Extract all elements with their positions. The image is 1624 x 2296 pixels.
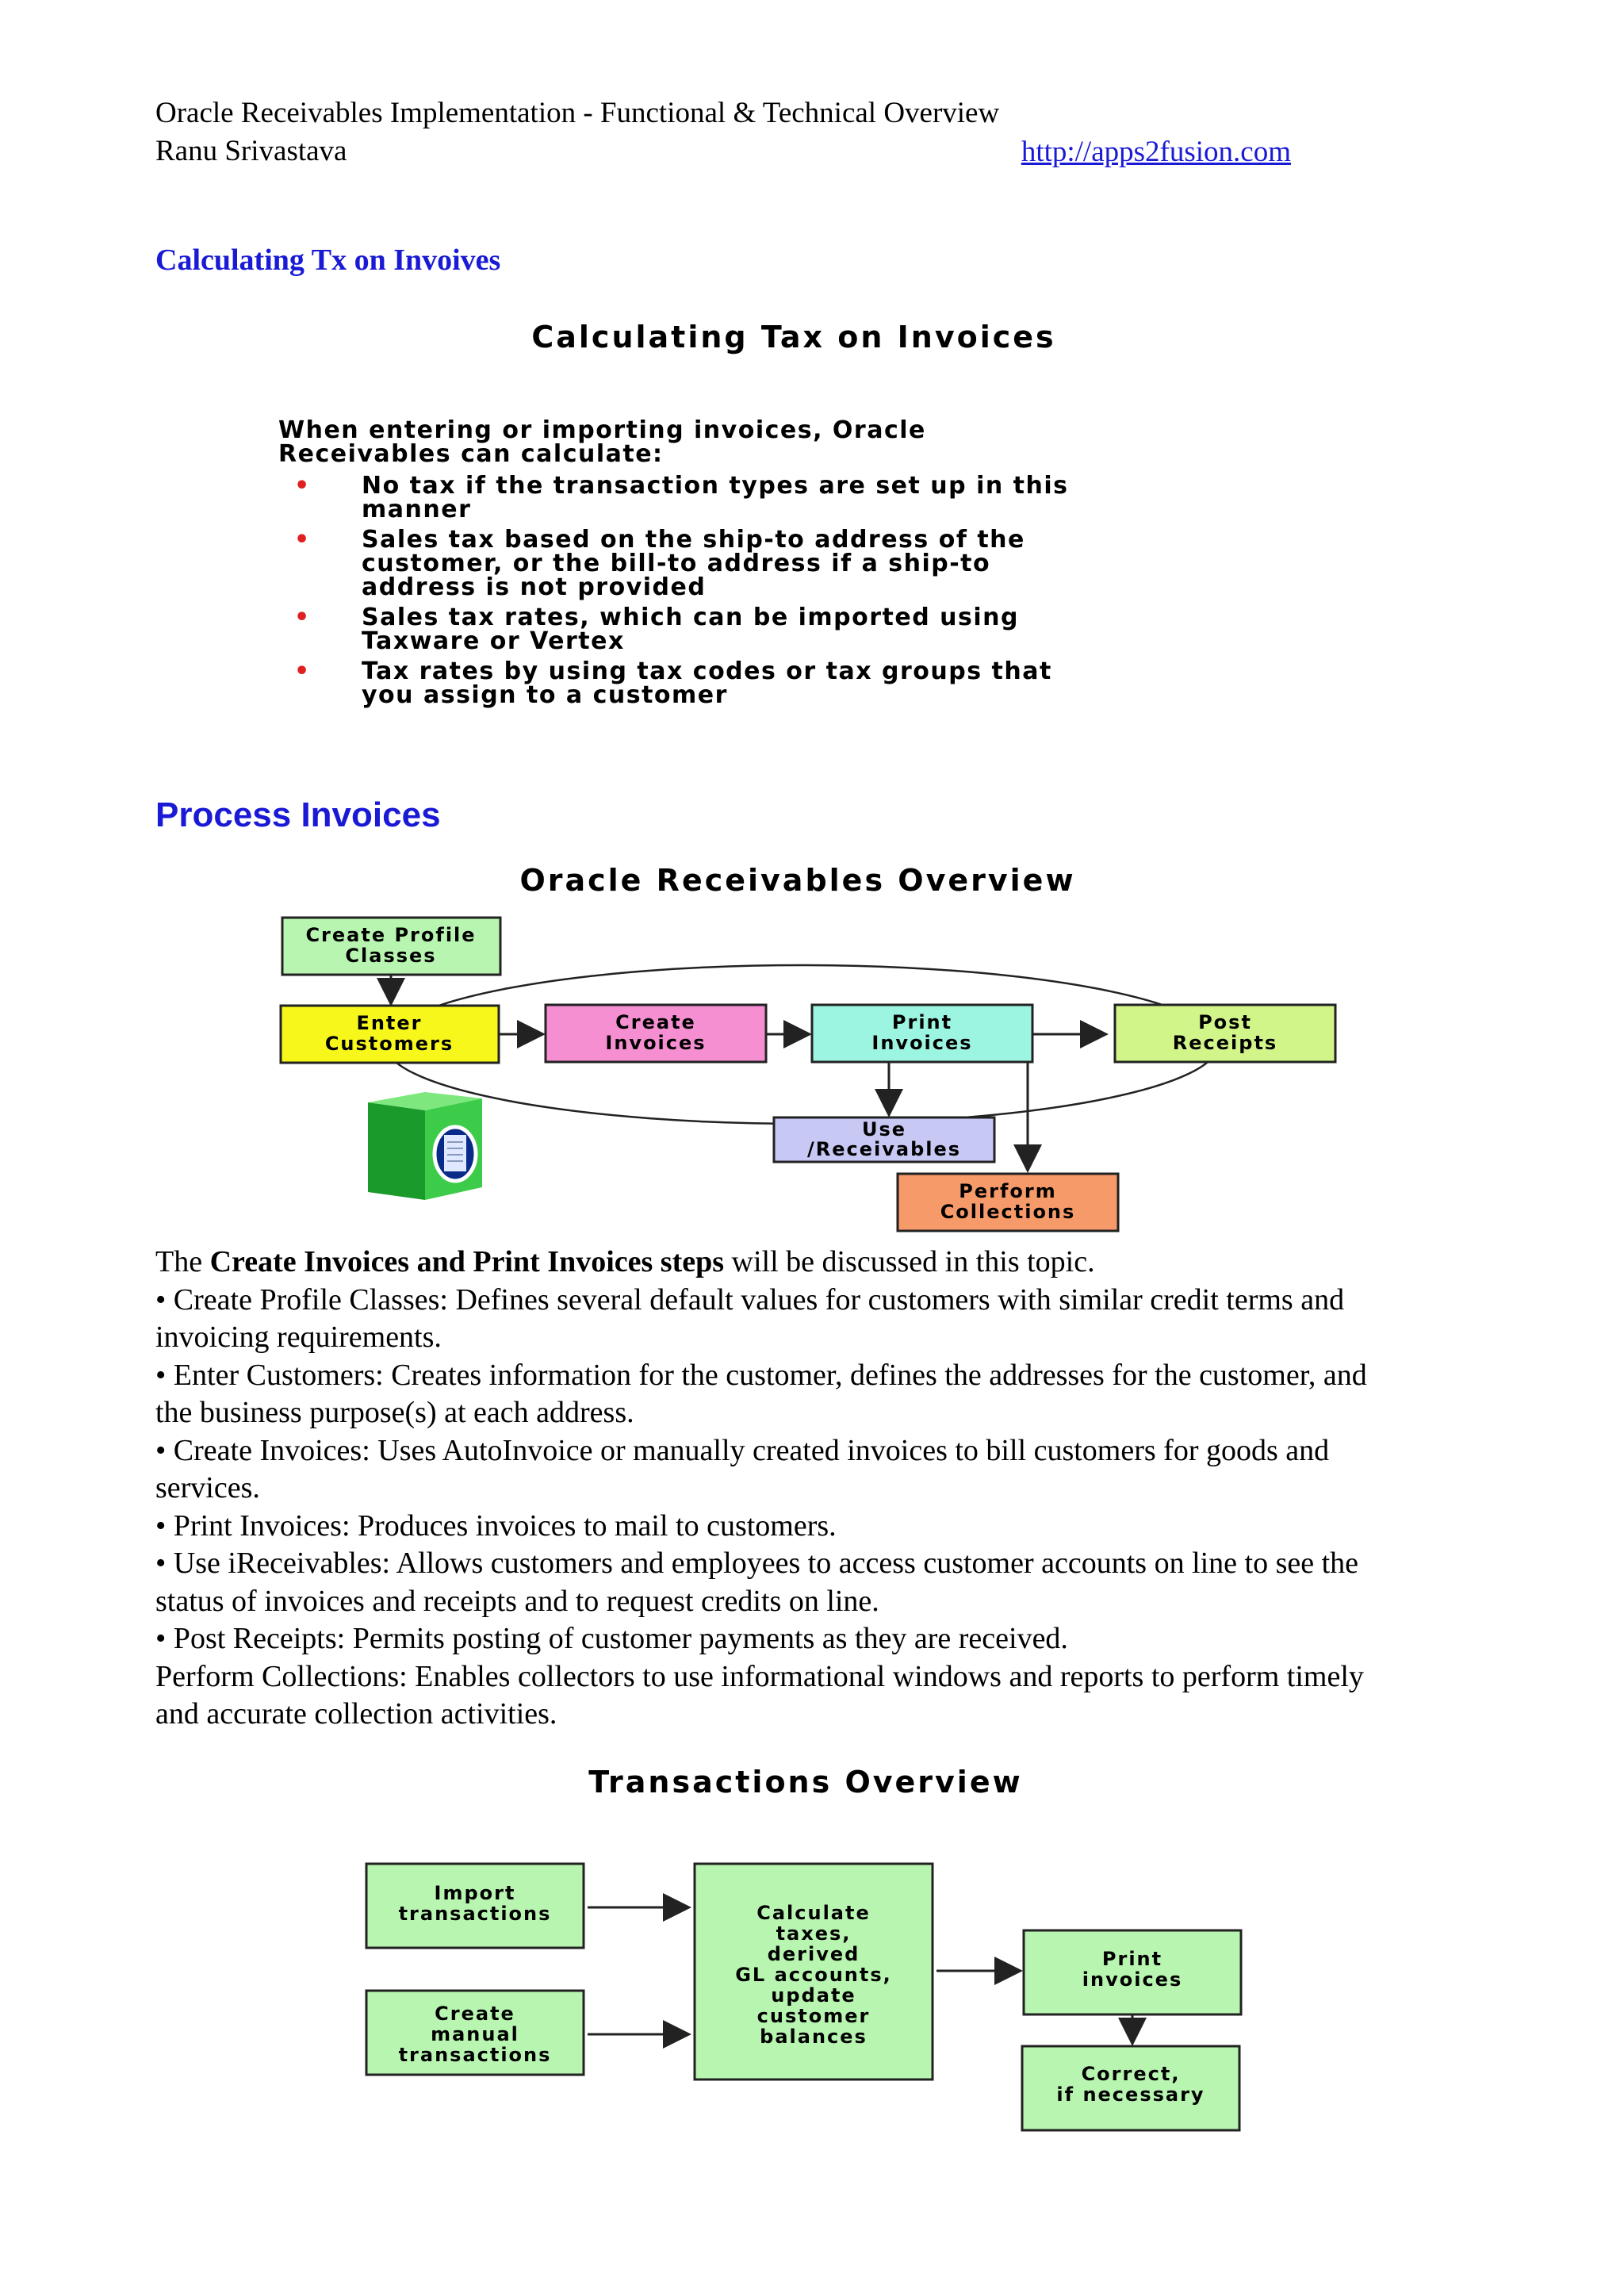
intro-prefix: The bbox=[155, 1245, 210, 1278]
item-create-invoices: • Create Invoices: Uses AutoInvoice or m… bbox=[155, 1433, 1330, 1505]
print-invoices-label-1: Print bbox=[892, 1011, 952, 1033]
receivables-overview-diagram: Oracle Receivables Overview Create Profi… bbox=[155, 861, 1416, 1237]
create-profile-label-1: Create Profile bbox=[305, 924, 476, 946]
print-invoices-label-2: Invoices bbox=[871, 1032, 972, 1054]
post-receipts-box bbox=[1113, 1003, 1337, 1064]
calculate-label-1: Calculate bbox=[756, 1902, 871, 1924]
intro-bold: Create Invoices and Print Invoices steps bbox=[209, 1245, 725, 1278]
correct-if-necessary-box bbox=[1021, 2045, 1241, 2132]
perform-collections-label-1: Perform bbox=[959, 1180, 1056, 1202]
print-label-2: invoices bbox=[1082, 1968, 1182, 1991]
calculate-label-3: derived bbox=[768, 1943, 860, 1965]
create-profile-label-2: Classes bbox=[345, 945, 436, 967]
item-post-receipts: • Post Receipts: Permits posting of cust… bbox=[155, 1622, 1068, 1655]
import-transactions-box bbox=[365, 1862, 585, 1949]
section-heading-calculating-tax: Calculating Tx on Invoives bbox=[155, 243, 501, 277]
print-label-1: Print bbox=[1102, 1948, 1162, 1970]
create-manual-label-3: transactions bbox=[399, 2044, 552, 2066]
item-create-profile-classes: • Create Profile Classes: Defines severa… bbox=[155, 1282, 1345, 1355]
tax-bullet-3-line2: Taxware or Vertex bbox=[362, 627, 625, 655]
document-title: Oracle Receivables Implementation - Func… bbox=[155, 97, 1000, 129]
transactions-diagram-title: Transactions Overview bbox=[588, 1765, 1022, 1800]
import-label-1: Import bbox=[435, 1882, 516, 1904]
create-invoices-label-2: Invoices bbox=[605, 1032, 706, 1054]
bullet-marker: • bbox=[294, 526, 311, 554]
tax-bullet-2-line2: customer, or the bill-to address if a sh… bbox=[362, 550, 990, 577]
bullet-marker: • bbox=[294, 472, 311, 500]
post-receipts-label-1: Post bbox=[1198, 1011, 1252, 1033]
enter-customers-box bbox=[279, 1004, 500, 1064]
post-receipts-label-2: Receipts bbox=[1173, 1032, 1277, 1054]
tax-bullet-1-line1: No tax if the transaction types are set … bbox=[362, 472, 1069, 500]
print-invoices-box bbox=[810, 1003, 1034, 1064]
receivables-diagram-title: Oracle Receivables Overview bbox=[519, 863, 1075, 898]
item-print-invoices: • Print Invoices: Produces invoices to m… bbox=[155, 1508, 837, 1543]
item-use-ireceivables: • Use iReceivables: Allows customers and… bbox=[155, 1547, 1359, 1618]
tax-bullet-3-line1: Sales tax rates, which can be imported u… bbox=[362, 604, 1019, 631]
create-invoices-box bbox=[544, 1003, 768, 1064]
calculate-label-5: update bbox=[771, 1984, 856, 2007]
intro-paragraph: The Create Invoices and Print Invoices s… bbox=[155, 1244, 1392, 1282]
tax-bullet-4-line1: Tax rates by using tax codes or tax grou… bbox=[362, 657, 1052, 685]
create-manual-label-1: Create bbox=[435, 2003, 515, 2025]
section-heading-process-invoices: Process Invoices bbox=[155, 795, 441, 834]
use-receivables-label-1: Use bbox=[862, 1118, 906, 1140]
calculate-label-7: balances bbox=[760, 2026, 868, 2048]
create-invoices-label-1: Create bbox=[615, 1011, 696, 1033]
cycle-ellipse bbox=[384, 964, 1220, 1125]
tax-bullet-1-line2: manner bbox=[362, 496, 471, 523]
perform-collections-label-2: Collections bbox=[940, 1201, 1076, 1223]
item-enter-customers: • Enter Customers: Creates information f… bbox=[155, 1358, 1367, 1430]
calculate-label-4: GL accounts, bbox=[735, 1964, 892, 1986]
tax-slide-intro-line2: Receivables can calculate: bbox=[278, 440, 664, 468]
enter-customers-label-2: Customers bbox=[325, 1033, 454, 1055]
bullet-marker: • bbox=[294, 657, 311, 685]
tax-bullet-4-line2: you assign to a customer bbox=[362, 681, 728, 709]
create-profile-classes-box bbox=[281, 916, 502, 976]
correct-label-2: if necessary bbox=[1056, 2083, 1205, 2106]
tax-slide-intro-line1: When entering or importing invoices, Ora… bbox=[278, 416, 926, 444]
import-label-2: transactions bbox=[399, 1903, 552, 1925]
create-manual-label-2: manual bbox=[431, 2023, 519, 2045]
enter-customers-label-1: Enter bbox=[356, 1012, 422, 1034]
use-receivables-box bbox=[772, 1116, 996, 1163]
tax-bullet-2-line1: Sales tax based on the ship-to address o… bbox=[362, 526, 1025, 554]
create-manual-transactions-box bbox=[365, 1989, 585, 2076]
intro-suffix: will be discussed in this topic. bbox=[724, 1245, 1095, 1278]
calculate-taxes-box bbox=[693, 1862, 934, 2081]
tax-slide: Calculating Tax on Invoices When enterin… bbox=[155, 293, 1416, 738]
process-invoices-description: The Create Invoices and Print Invoices s… bbox=[155, 1244, 1392, 1734]
use-receivables-label-2: /Receivables bbox=[807, 1138, 961, 1160]
transactions-overview-diagram: Transactions Overview Import transaction… bbox=[155, 1753, 1416, 2149]
header-link[interactable]: http://apps2fusion.com bbox=[1021, 136, 1291, 168]
bullet-marker: • bbox=[294, 604, 311, 631]
item-perform-collections: Perform Collections: Enables collectors … bbox=[155, 1659, 1364, 1731]
tax-bullet-2-line3: address is not provided bbox=[362, 573, 706, 601]
correct-label-1: Correct, bbox=[1082, 2063, 1181, 2085]
tax-slide-title: Calculating Tax on Invoices bbox=[531, 320, 1055, 355]
perform-collections-box bbox=[896, 1172, 1120, 1232]
document-author: Ranu Srivastava bbox=[155, 135, 347, 167]
calculate-label-2: taxes, bbox=[776, 1922, 852, 1945]
calculate-label-6: customer bbox=[757, 2005, 871, 2027]
document-folder-icon bbox=[368, 1092, 482, 1200]
